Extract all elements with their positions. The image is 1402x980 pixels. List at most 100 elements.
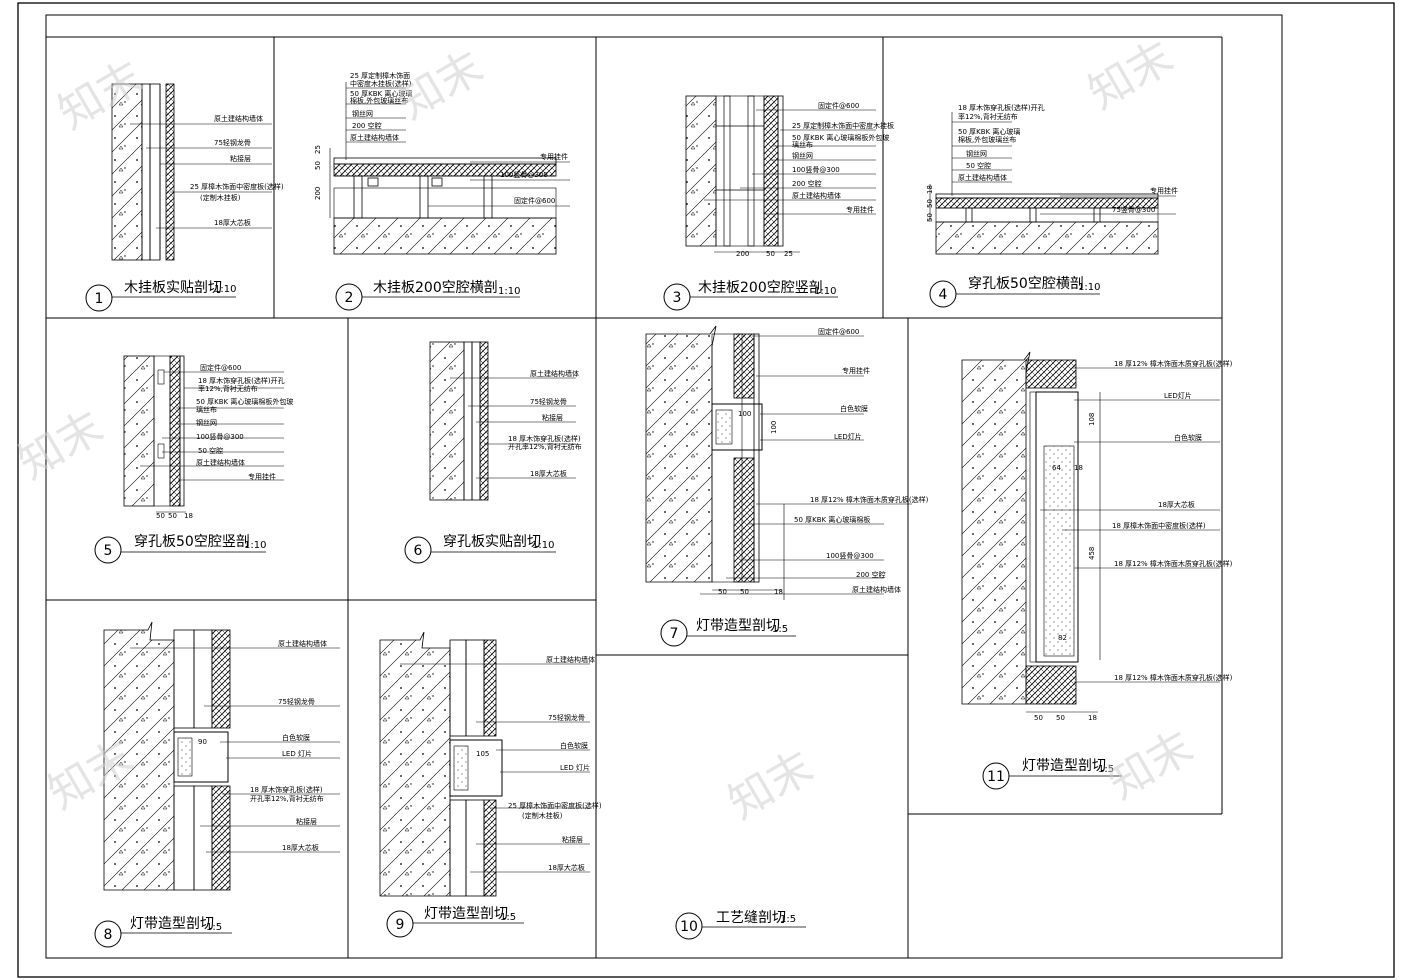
leaders bbox=[704, 109, 876, 253]
scale-text: 1:5 bbox=[1098, 764, 1114, 775]
dim-9-0: 105 bbox=[476, 750, 489, 758]
note-3-5: 100竖骨@300 bbox=[792, 165, 840, 174]
note-9-1: 75轻钢龙骨 bbox=[548, 713, 585, 722]
panel-layer bbox=[165, 83, 175, 261]
cavity bbox=[715, 95, 765, 247]
note-8-0: 原土建结构墙体 bbox=[278, 639, 327, 648]
note-8-7: 18厚大芯板 bbox=[282, 843, 319, 852]
leaders bbox=[130, 647, 340, 853]
note-11-6: 18 厚12% 樟木饰面木质穿孔板(选样) bbox=[1114, 673, 1233, 682]
insulation-lower bbox=[733, 457, 755, 583]
note-8-5: 开孔率12%,背衬无纺布 bbox=[250, 794, 324, 803]
dim-11-1: 64 bbox=[1052, 464, 1061, 472]
number-text: 8 bbox=[104, 927, 113, 943]
number-circle bbox=[660, 619, 688, 647]
dim-11-4: 82 bbox=[1058, 634, 1067, 642]
note-4-0: 18 厚木饰穿孔板(选样)开孔 bbox=[958, 103, 1045, 112]
leaders bbox=[450, 377, 576, 479]
note-5-0: 固定件@600 bbox=[200, 363, 241, 372]
title-8: 8 灯带造型剖切 1:5 bbox=[94, 916, 232, 948]
title-text: 木挂板200空腔竖剖 bbox=[698, 280, 823, 296]
inner-frame bbox=[45, 14, 1283, 959]
title-2: 2 木挂板200空腔横剖 1:10 bbox=[335, 280, 520, 311]
note-8-6: 粘接层 bbox=[296, 817, 317, 826]
note-7-6: 100竖骨@300 bbox=[826, 551, 874, 560]
drawing-3: 固定件@600 25 厚定制樟木饰面中密度木挂板 50 厚KBK 离心玻璃棉板外… bbox=[685, 95, 894, 258]
note-2-6: 原土建结构墙体 bbox=[350, 133, 399, 142]
concrete-wall bbox=[111, 83, 143, 261]
note-3-6: 200 空腔 bbox=[792, 179, 822, 188]
dim-4-0: 18 bbox=[926, 185, 934, 194]
title-9: 9 灯带造型剖切 1:5 bbox=[386, 906, 524, 938]
note-2-5: 200 空腔 bbox=[352, 121, 382, 130]
number-text: 4 bbox=[939, 287, 948, 303]
number-text: 10 bbox=[680, 919, 698, 935]
scale-text: 1:10 bbox=[244, 540, 266, 551]
note-5-8: 原土建结构墙体 bbox=[196, 458, 245, 467]
note-7-1: 专用挂件 bbox=[842, 366, 870, 375]
cavity bbox=[333, 187, 557, 219]
note-2-4: 钢丝网 bbox=[352, 109, 373, 118]
note-7-7: 200 空腔 bbox=[856, 570, 886, 579]
number-circle bbox=[94, 920, 122, 948]
note-11-2: 白色软膜 bbox=[1174, 433, 1202, 442]
note-2-9: 固定件@600 bbox=[514, 196, 555, 205]
scale-text: 1:10 bbox=[1078, 282, 1100, 293]
note-2-8: 100竖骨@300 bbox=[500, 170, 548, 179]
dim-2-0: 25 bbox=[314, 145, 322, 154]
note-6-1: 75轻钢龙骨 bbox=[530, 397, 567, 406]
number-circle bbox=[85, 284, 113, 312]
board-layer bbox=[149, 83, 161, 261]
scale-text: 1:5 bbox=[780, 914, 796, 925]
dim-11-0: 108 bbox=[1088, 413, 1096, 426]
note-7-4: 18 厚12% 樟木饰面木质穿孔板(选样) bbox=[810, 495, 929, 504]
dim-11-2: 18 bbox=[1074, 464, 1083, 472]
drawing-4: 18 厚木饰穿孔板(选样)开孔 率12%,背衬无纺布 50 厚KBK 离心玻璃 … bbox=[926, 103, 1178, 255]
note-8-2: 白色软膜 bbox=[282, 733, 310, 742]
dim-2-2: 200 bbox=[314, 187, 322, 200]
dim-7-3: 50 bbox=[740, 588, 749, 596]
dim-3-0: 200 bbox=[736, 250, 749, 258]
drawing-7: 固定件@600 专用挂件 白色软膜 LED灯片 18 厚12% 樟木饰面木质穿孔… bbox=[645, 325, 929, 600]
leaders bbox=[140, 371, 284, 513]
title-text: 木挂板实贴剖切 bbox=[124, 280, 222, 296]
leaders bbox=[1026, 367, 1220, 713]
number-text: 11 bbox=[987, 769, 1005, 785]
insulation-band bbox=[763, 95, 779, 247]
insulation-band bbox=[169, 355, 181, 507]
note-2-2: 50 厚KBK 离心玻璃 bbox=[350, 89, 412, 98]
drawing-5: 固定件@600 18 厚木饰穿孔板(选样)开孔 率12%,背衬无纺布 50 厚K… bbox=[123, 355, 293, 520]
soft-film bbox=[1043, 445, 1075, 657]
title-text: 灯带造型剖切 bbox=[696, 618, 780, 634]
dim-4-2: 50 bbox=[926, 213, 934, 222]
drawing-8: 原土建结构墙体 75轻钢龙骨 白色软膜 LED 灯片 18 厚木饰穿孔板(选样)… bbox=[103, 621, 340, 891]
number-circle bbox=[404, 536, 432, 564]
scale-text: 1:5 bbox=[500, 912, 516, 923]
face-board bbox=[777, 95, 784, 247]
note-5-5: 钢丝网 bbox=[196, 418, 217, 427]
number-circle bbox=[675, 912, 703, 940]
drawing-9: 原土建结构墙体 75轻钢龙骨 白色软膜 LED 灯片 25 厚樟木饰面中密度板(… bbox=[379, 631, 602, 897]
title-text: 穿孔板实贴剖切 bbox=[443, 534, 541, 550]
title-3: 3 木挂板200空腔竖剖 1:10 bbox=[663, 280, 838, 311]
note-6-5: 18厚大芯板 bbox=[530, 469, 567, 478]
face-board bbox=[753, 333, 760, 583]
dim-2-1: 50 bbox=[314, 161, 322, 170]
note-5-1: 18 厚木饰穿孔板(选样)开孔 bbox=[198, 376, 285, 385]
concrete-floor bbox=[333, 217, 557, 255]
concrete-wall bbox=[685, 95, 717, 247]
note-11-1: LED灯片 bbox=[1164, 391, 1192, 400]
title-text: 灯带造型剖切 bbox=[1022, 758, 1106, 774]
concrete-floor bbox=[935, 221, 1159, 255]
title-text: 穿孔板50空腔横剖 bbox=[968, 276, 1084, 292]
dim-5-2: 18 bbox=[184, 512, 193, 520]
scale-text: 1:10 bbox=[532, 540, 554, 551]
face-board bbox=[333, 157, 557, 165]
note-1-2: 粘接层 bbox=[230, 154, 251, 163]
note-4-5: 50 空腔 bbox=[966, 161, 991, 170]
leaders bbox=[400, 663, 590, 873]
watermark-4: 知末 bbox=[10, 401, 112, 489]
dim-11-7: 18 bbox=[1088, 714, 1097, 722]
note-6-0: 原土建结构墙体 bbox=[530, 369, 579, 378]
scale-text: 1:5 bbox=[772, 624, 788, 635]
